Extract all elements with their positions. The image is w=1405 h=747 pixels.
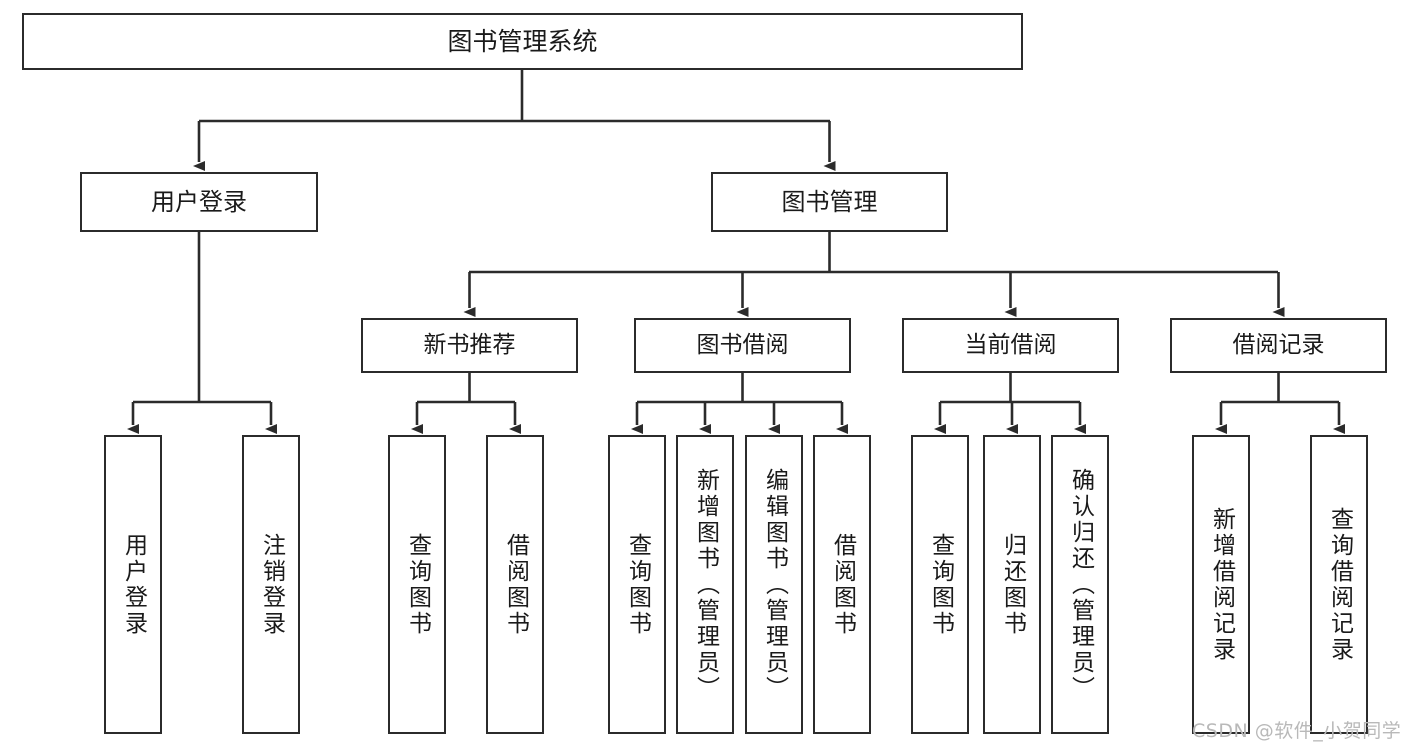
- node-label: 查询图书: [404, 532, 431, 637]
- node-book-borrow[interactable]: 图书借阅: [634, 318, 851, 373]
- leaf-record-add-borrow-record[interactable]: 新增借阅记录: [1192, 435, 1250, 734]
- node-book-management[interactable]: 图书管理: [711, 172, 948, 232]
- node-label: 新增借阅记录: [1208, 506, 1235, 663]
- node-new-book-recommend[interactable]: 新书推荐: [361, 318, 578, 373]
- node-label: 编辑图书（管理员）: [761, 467, 788, 702]
- leaf-current-return-book[interactable]: 归还图书: [983, 435, 1041, 734]
- node-label: 确认归还（管理员）: [1067, 467, 1094, 702]
- leaf-user-login[interactable]: 用户登录: [104, 435, 162, 734]
- node-label: 查询借阅记录: [1326, 506, 1353, 663]
- node-label: 新增图书（管理员）: [692, 467, 719, 702]
- node-label: 借阅记录: [1232, 331, 1325, 358]
- node-label: 查询图书: [624, 532, 651, 637]
- node-label: 注销登录: [258, 532, 285, 637]
- node-label: 图书管理: [781, 187, 878, 216]
- node-label: 归还图书: [999, 532, 1026, 637]
- leaf-recommend-borrow-book[interactable]: 借阅图书: [486, 435, 544, 734]
- node-label: 借阅图书: [829, 532, 856, 637]
- leaf-current-confirm-return-admin[interactable]: 确认归还（管理员）: [1051, 435, 1109, 734]
- leaf-borrow-add-book-admin[interactable]: 新增图书（管理员）: [676, 435, 734, 734]
- node-label: 当前借阅: [964, 331, 1057, 358]
- node-label: 用户登录: [120, 532, 147, 637]
- leaf-current-query-book[interactable]: 查询图书: [911, 435, 969, 734]
- node-root-book-management-system[interactable]: 图书管理系统: [22, 13, 1023, 70]
- node-label: 新书推荐: [423, 331, 516, 358]
- leaf-record-query-borrow-record[interactable]: 查询借阅记录: [1310, 435, 1368, 734]
- node-label: 用户登录: [151, 187, 247, 216]
- leaf-recommend-query-book[interactable]: 查询图书: [388, 435, 446, 734]
- node-label: 借阅图书: [502, 532, 529, 637]
- leaf-borrow-edit-book-admin[interactable]: 编辑图书（管理员）: [745, 435, 803, 734]
- leaf-user-logout[interactable]: 注销登录: [242, 435, 300, 734]
- node-user-login[interactable]: 用户登录: [80, 172, 318, 232]
- node-label: 图书借阅: [696, 331, 789, 358]
- leaf-borrow-borrow-book[interactable]: 借阅图书: [813, 435, 871, 734]
- node-current-borrow[interactable]: 当前借阅: [902, 318, 1119, 373]
- node-label: 查询图书: [927, 532, 954, 637]
- node-label: 图书管理系统: [447, 26, 598, 56]
- leaf-borrow-query-book[interactable]: 查询图书: [608, 435, 666, 734]
- node-borrow-record[interactable]: 借阅记录: [1170, 318, 1387, 373]
- csdn-watermark: CSDN @软件_小贺同学: [1192, 720, 1402, 742]
